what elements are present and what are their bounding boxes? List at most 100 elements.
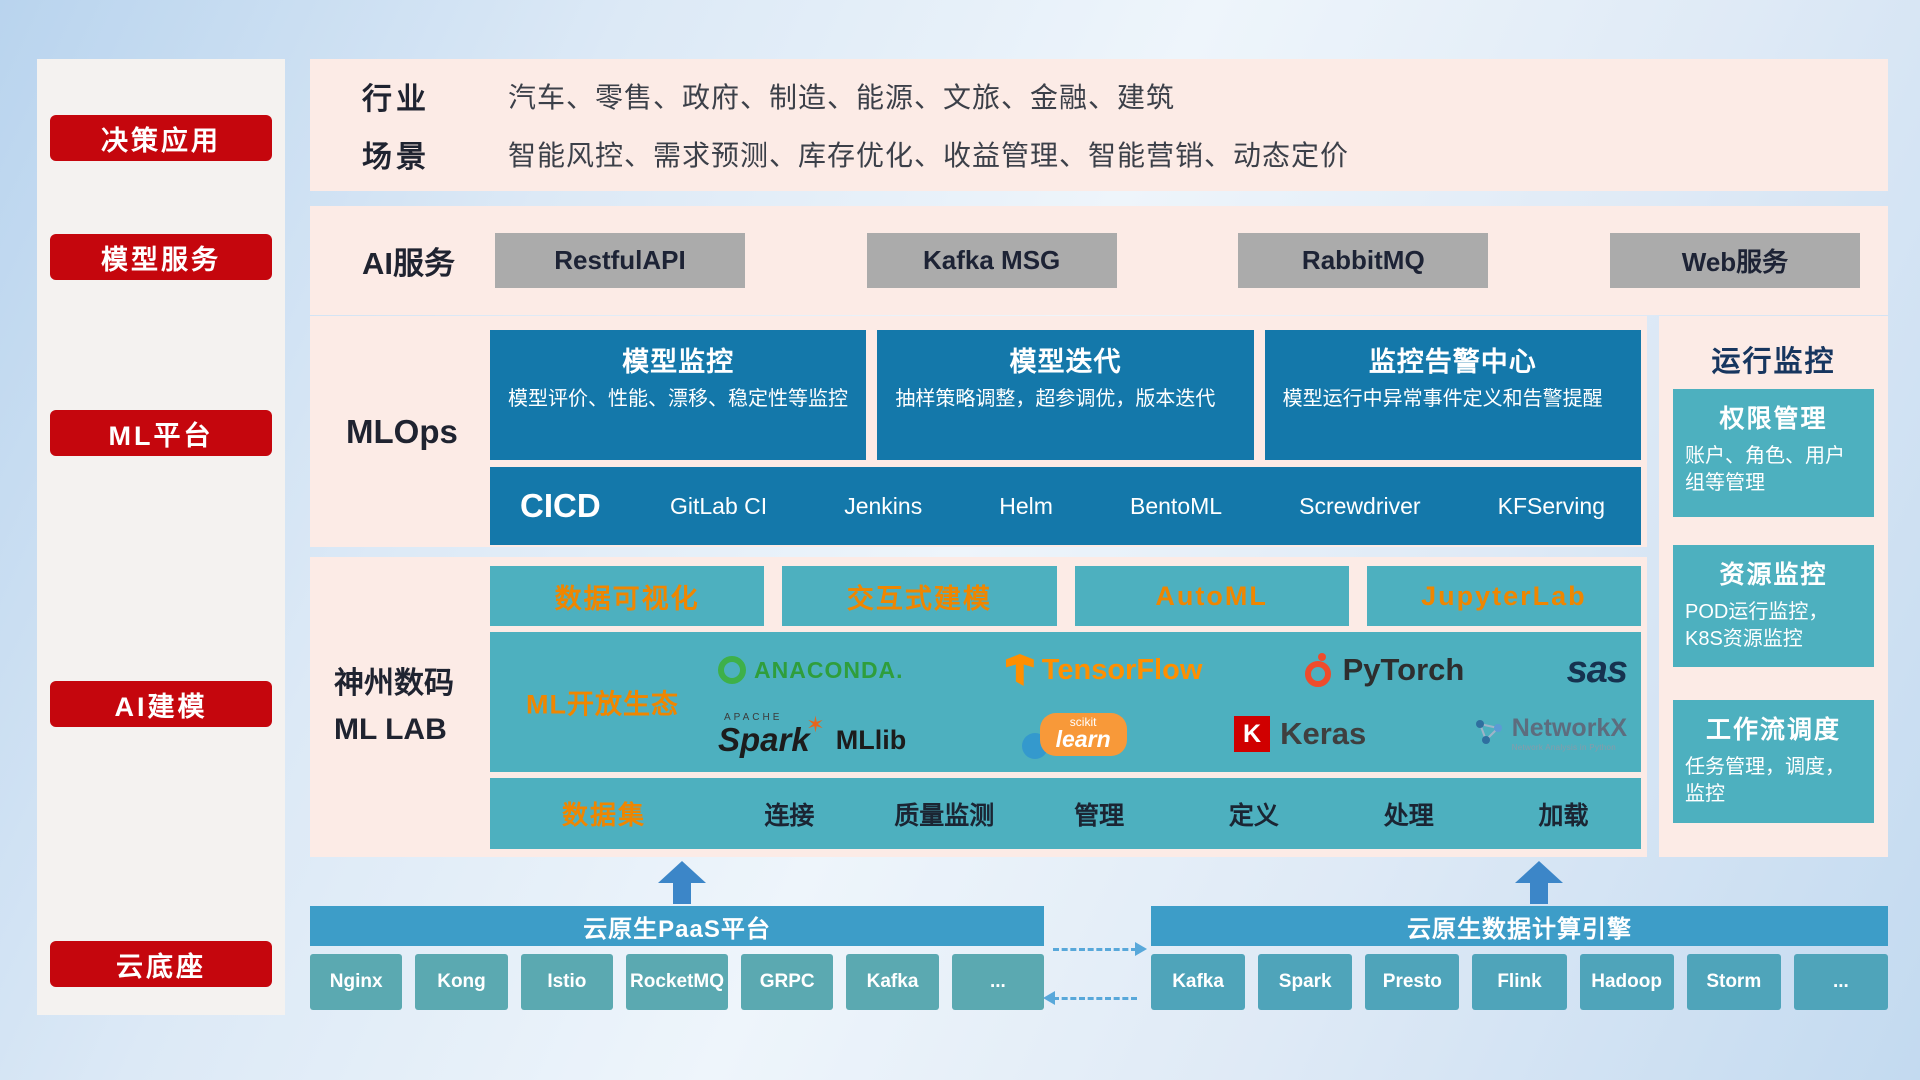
tensorflow-logo: TensorFlow <box>1005 653 1203 687</box>
paas-item-kafka[interactable]: Kafka <box>846 954 939 1010</box>
up-arrow-paas <box>658 861 706 904</box>
cicd-item-screwdriver: Screwdriver <box>1299 492 1421 519</box>
industry-label: 行业 <box>362 83 430 116</box>
ml-open-ecosystem-panel: ML开放生态 ANACONDA. TensorFlow <box>490 632 1641 772</box>
permission-management-card: 权限管理 账户、角色、用户组等管理 <box>1673 389 1874 517</box>
engine-item-presto[interactable]: Presto <box>1365 954 1460 1010</box>
tensorflow-label: TensorFlow <box>1041 653 1203 686</box>
industry-scenario-panel: 行业 汽车、零售、政府、制造、能源、文旅、金融、建筑 场景 智能风控、需求预测、… <box>310 59 1888 191</box>
sidebar-item-ai-modeling[interactable]: AI建模 <box>50 681 272 727</box>
pytorch-logo: PyTorch <box>1304 652 1464 688</box>
networkx-label: NetworkX <box>1511 714 1627 742</box>
card-desc: 任务管理，调度，监控 <box>1685 756 1845 805</box>
ml-lab-label-line1: 神州数码 <box>334 666 454 700</box>
dataset-label: 数据集 <box>562 800 647 830</box>
paas-item-nginx[interactable]: Nginx <box>310 954 403 1010</box>
card-desc: 模型评价、性能、漂移、稳定性等监控 <box>508 388 848 410</box>
engine-item-more[interactable]: ... <box>1793 954 1888 1010</box>
learn-label: learn <box>1055 725 1111 752</box>
dataset-item-quality: 质量监测 <box>894 801 995 830</box>
tensorflow-icon <box>1005 654 1034 686</box>
cicd-item-jenkins: Jenkins <box>844 492 923 519</box>
industry-values: 汽车、零售、政府、制造、能源、文旅、金融、建筑 <box>508 82 1176 113</box>
engine-item-storm[interactable]: Storm <box>1686 954 1781 1010</box>
kafka-msg-button[interactable]: Kafka MSG <box>866 233 1117 288</box>
cicd-item-kfserving: KFServing <box>1497 492 1605 519</box>
paas-platform-bar: 云原生PaaS平台 Nginx Kong Istio RocketMQ GRPC… <box>310 906 1045 1010</box>
interactive-modeling-button[interactable]: 交互式建模 <box>782 566 1057 626</box>
sidebar-item-cloud-base[interactable]: 云底座 <box>50 941 272 987</box>
sidebar-item-decision-apps[interactable]: 决策应用 <box>50 115 272 161</box>
card-desc: 模型运行中异常事件定义和告警提醒 <box>1282 388 1603 410</box>
engine-item-flink[interactable]: Flink <box>1472 954 1567 1010</box>
anaconda-label: ANACONDA. <box>754 656 904 683</box>
cicd-item-helm: Helm <box>999 492 1053 519</box>
mlops-label: MLOps <box>346 412 458 450</box>
ml-lab-label-line2: ML LAB <box>334 713 447 746</box>
card-title: 工作流调度 <box>1705 716 1841 744</box>
keras-label: Keras <box>1280 716 1367 751</box>
card-desc: 抽样策略调整，超参调优，版本迭代 <box>895 388 1216 410</box>
scikit-learn-logo: scikit learn <box>1014 712 1127 759</box>
jupyterlab-button[interactable]: JupyterLab <box>1366 566 1641 626</box>
cicd-items: GitLab CI Jenkins Helm BentoML Screwdriv… <box>670 493 1605 520</box>
anaconda-icon <box>718 656 746 684</box>
paas-item-kong[interactable]: Kong <box>415 954 508 1010</box>
paas-buttons: Nginx Kong Istio RocketMQ GRPC Kafka ... <box>310 954 1045 1010</box>
ai-service-label: AI服务 <box>362 246 455 281</box>
engine-item-kafka[interactable]: Kafka <box>1151 954 1246 1010</box>
dataset-items: 连接 质量监测 管理 定义 处理 加载 <box>712 796 1641 832</box>
paas-item-istio[interactable]: Istio <box>520 954 614 1010</box>
card-desc: POD运行监控，K8S资源监控 <box>1685 601 1829 650</box>
model-monitoring-card: 模型监控 模型评价、性能、漂移、稳定性等监控 <box>490 330 867 460</box>
networkx-icon <box>1474 718 1504 751</box>
dataset-item-process: 处理 <box>1383 801 1434 830</box>
networkx-wordmark: NetworkX Network Analysis in Python <box>1512 716 1627 752</box>
paas-item-rocketmq[interactable]: RocketMQ <box>626 954 728 1010</box>
cicd-bar: CICD GitLab CI Jenkins Helm BentoML Scre… <box>490 467 1641 545</box>
ml-open-ecosystem-label: ML开放生态 <box>526 689 679 720</box>
engine-item-hadoop[interactable]: Hadoop <box>1579 954 1674 1010</box>
paas-item-more[interactable]: ... <box>951 954 1045 1010</box>
sidebar-item-ml-platform[interactable]: ML平台 <box>50 410 272 456</box>
pytorch-icon <box>1304 653 1331 687</box>
mlops-panel: MLOps 模型监控 模型评价、性能、漂移、稳定性等监控 模型迭代 抽样策略调整… <box>310 316 1647 547</box>
mllib-label: MLlib <box>835 724 907 755</box>
data-visualization-button[interactable]: 数据可视化 <box>490 566 765 626</box>
model-iteration-card: 模型迭代 抽样策略调整，超参调优，版本迭代 <box>877 330 1254 460</box>
mlops-cards: 模型监控 模型评价、性能、漂移、稳定性等监控 模型迭代 抽样策略调整，超参调优，… <box>490 330 1641 460</box>
scenario-label: 场景 <box>362 141 430 174</box>
arrow-head <box>1515 861 1563 883</box>
dataset-item-define: 定义 <box>1228 801 1279 830</box>
sas-label: sas <box>1566 648 1628 691</box>
spark-label: Spark <box>718 714 824 756</box>
rabbitmq-button[interactable]: RabbitMQ <box>1238 233 1489 288</box>
logo-row-2: APACHE Spark MLlib scikit learn <box>718 711 1627 759</box>
runtime-monitoring-title: 运行监控 <box>1711 346 1836 378</box>
ml-lab-content: 数据可视化 交互式建模 AutoML JupyterLab ML开放生态 ANA… <box>490 566 1641 849</box>
dataset-item-connect: 连接 <box>764 801 815 830</box>
dashed-arrow-left <box>1043 991 1137 1005</box>
arrow-head <box>658 861 706 883</box>
dashed-arrow-right <box>1053 942 1147 956</box>
web-service-button[interactable]: Web服务 <box>1609 233 1860 288</box>
card-title: 模型迭代 <box>1009 347 1122 377</box>
apache-label: APACHE <box>724 711 783 723</box>
card-title: 模型监控 <box>622 347 735 377</box>
alert-center-card: 监控告警中心 模型运行中异常事件定义和告警提醒 <box>1264 330 1641 460</box>
paas-item-grpc[interactable]: GRPC <box>741 954 834 1010</box>
data-engine-bar: 云原生数据计算引擎 Kafka Spark Presto Flink Hadoo… <box>1151 906 1888 1010</box>
workflow-scheduling-card: 工作流调度 任务管理，调度，监控 <box>1673 700 1874 823</box>
networkx-logo: NetworkX Network Analysis in Python <box>1474 716 1627 752</box>
engine-item-spark[interactable]: Spark <box>1258 954 1353 1010</box>
left-category-panel: 决策应用 模型服务 ML平台 AI建模 云底座 <box>37 59 285 1015</box>
automl-button[interactable]: AutoML <box>1074 566 1349 626</box>
ml-lab-feature-buttons: 数据可视化 交互式建模 AutoML JupyterLab <box>490 566 1641 626</box>
restful-api-button[interactable]: RestfulAPI <box>495 233 745 288</box>
sidebar-item-model-services[interactable]: 模型服务 <box>50 234 272 280</box>
card-desc: 账户、角色、用户组等管理 <box>1685 445 1845 494</box>
sas-logo: sas <box>1566 648 1628 692</box>
arrow-stem <box>1530 883 1548 904</box>
scikit-learn-badge: scikit learn <box>1039 712 1127 756</box>
